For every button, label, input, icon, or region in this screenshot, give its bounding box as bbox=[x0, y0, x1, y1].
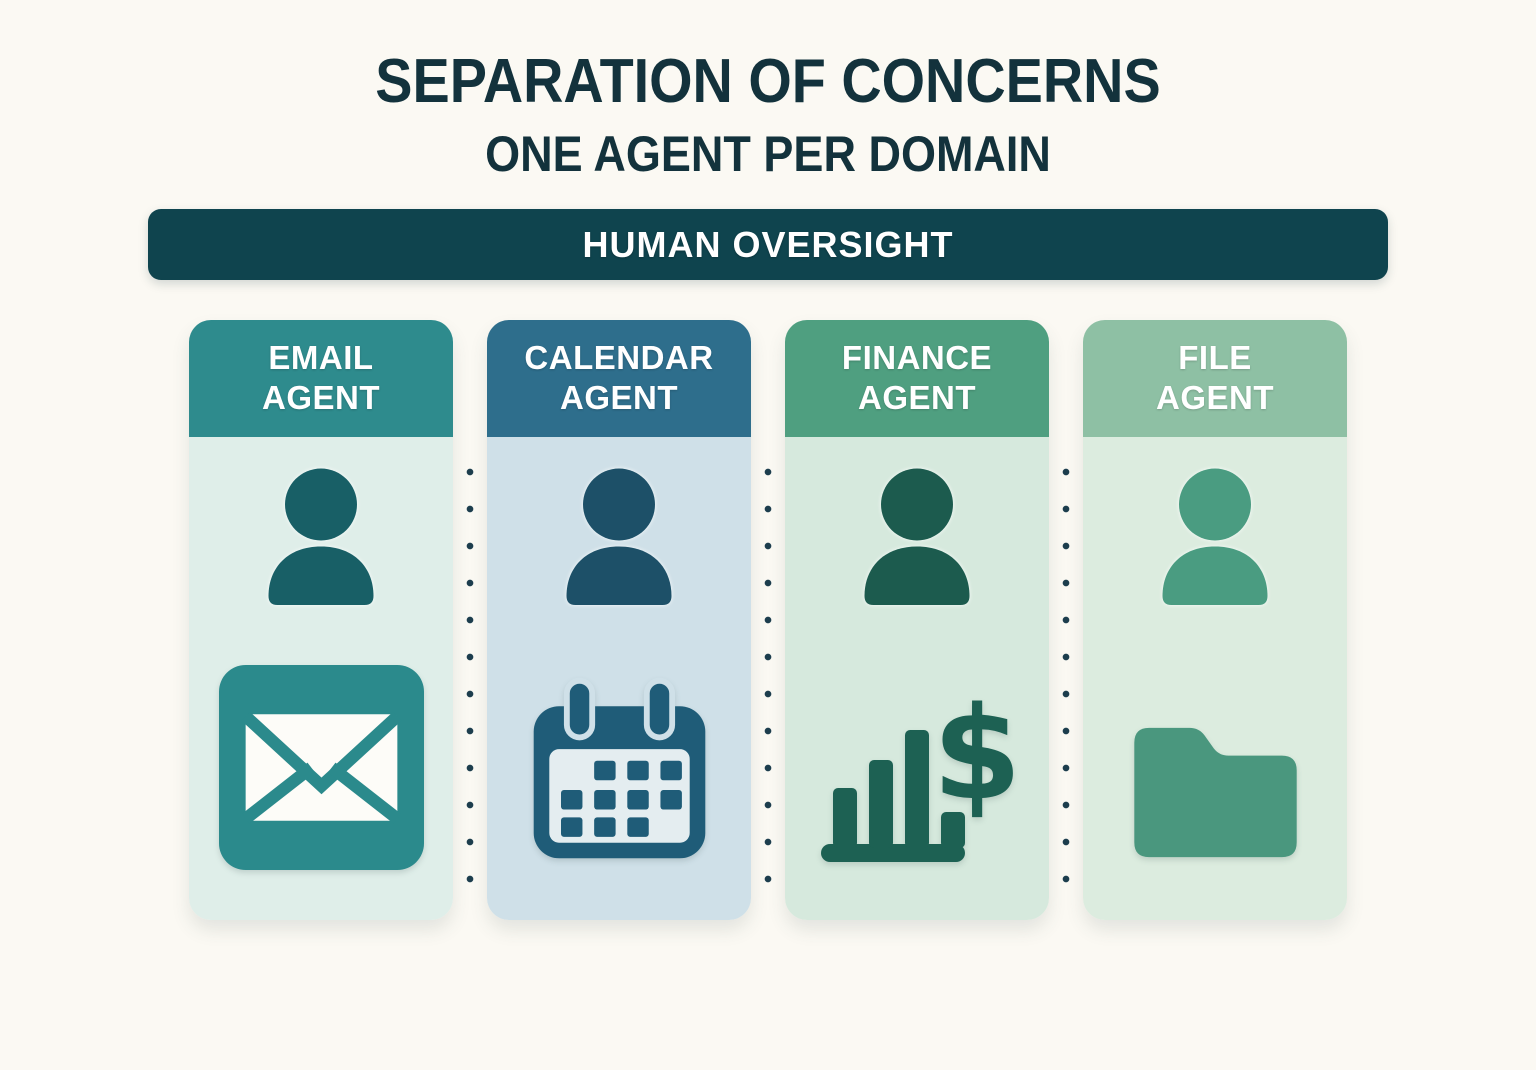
person-icon bbox=[842, 463, 992, 618]
agent-header-finance: FINANCE AGENT bbox=[785, 320, 1049, 437]
folder-icon bbox=[1123, 715, 1308, 870]
dotted-separator bbox=[751, 320, 785, 920]
page-subtitle: ONE AGENT PER DOMAIN bbox=[485, 126, 1051, 182]
agent-body-calendar bbox=[487, 437, 751, 920]
human-oversight-label: HUMAN OVERSIGHT bbox=[582, 223, 954, 265]
agent-body-file bbox=[1083, 437, 1347, 920]
agent-label-line2: AGENT bbox=[858, 379, 976, 416]
dotted-line bbox=[466, 467, 474, 897]
agent-column-file: FILE AGENT bbox=[1083, 320, 1347, 920]
agent-header-email: EMAIL AGENT bbox=[189, 320, 453, 437]
dotted-line bbox=[764, 467, 772, 897]
agent-label-line1: EMAIL bbox=[268, 339, 374, 377]
agent-header-calendar: CALENDAR AGENT bbox=[487, 320, 751, 437]
agent-label-line2: AGENT bbox=[1156, 379, 1274, 416]
infographic-page: SEPARATION OF CONCERNS ONE AGENT PER DOM… bbox=[0, 46, 1536, 1070]
dotted-separator bbox=[1049, 320, 1083, 920]
agent-label-line1: CALENDAR bbox=[524, 339, 714, 377]
agent-columns: EMAIL AGENT bbox=[189, 320, 1347, 920]
page-title: SEPARATION OF CONCERNS bbox=[375, 47, 1161, 116]
bar-chart-dollar-icon: $ bbox=[817, 670, 1022, 870]
person-icon bbox=[544, 463, 694, 618]
agent-column-calendar: CALENDAR AGENT bbox=[487, 320, 751, 920]
agent-column-finance: FINANCE AGENT $ bbox=[785, 320, 1049, 920]
agent-label-line1: FINANCE bbox=[841, 339, 993, 377]
agent-column-email: EMAIL AGENT bbox=[189, 320, 453, 920]
svg-text:$: $ bbox=[932, 680, 1017, 829]
agent-label-line2: AGENT bbox=[262, 379, 380, 416]
agent-body-email bbox=[189, 437, 453, 920]
person-icon bbox=[246, 463, 396, 618]
calendar-icon bbox=[522, 675, 717, 870]
agent-header-file: FILE AGENT bbox=[1083, 320, 1347, 437]
human-oversight-bar: HUMAN OVERSIGHT bbox=[148, 209, 1388, 280]
dotted-separator bbox=[453, 320, 487, 920]
agent-label-line2: AGENT bbox=[560, 379, 678, 416]
person-icon bbox=[1140, 463, 1290, 618]
envelope-icon bbox=[218, 665, 424, 870]
agent-label-line1: FILE bbox=[1178, 339, 1252, 377]
dotted-line bbox=[1062, 467, 1070, 897]
agent-body-finance: $ bbox=[785, 437, 1049, 920]
